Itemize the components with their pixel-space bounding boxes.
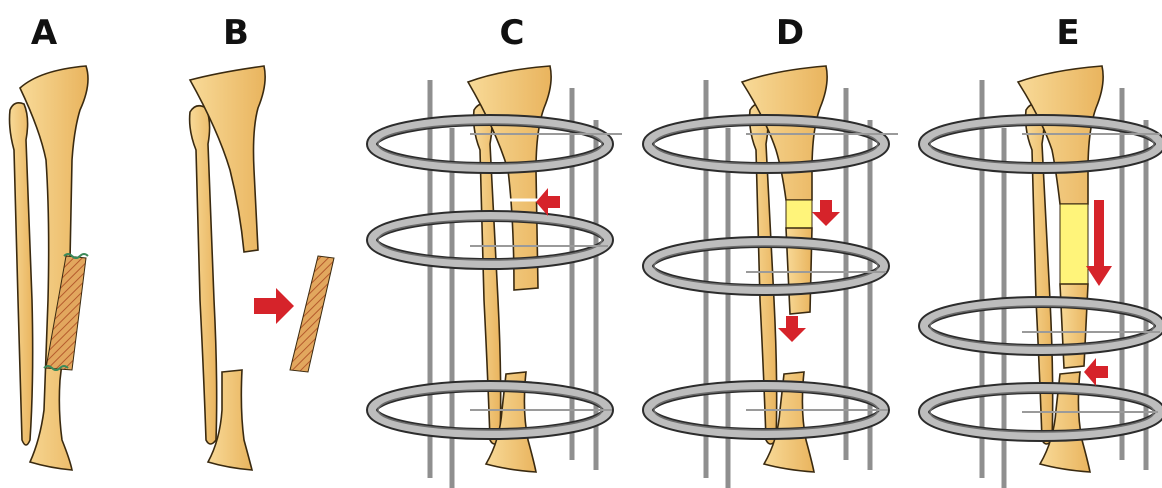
panel-b: [190, 66, 334, 470]
fibula: [750, 104, 777, 444]
left-arrow-icon: [1084, 358, 1108, 386]
long-down-arrow-icon: [1086, 200, 1112, 286]
panel-label-d: D: [776, 13, 804, 53]
panel-label-e: E: [1056, 13, 1079, 53]
panel-e: [924, 66, 1160, 488]
fibula: [10, 103, 33, 445]
panel-label-c: C: [500, 13, 525, 53]
panel-label-a: A: [31, 13, 58, 53]
left-arrow-icon: [536, 188, 560, 216]
removed-segment: [290, 256, 334, 372]
regenerate-zone: [786, 200, 812, 228]
down-arrow-icon: [812, 200, 840, 226]
panel-a: [10, 66, 89, 470]
panel-label-b: B: [223, 13, 249, 53]
panel-c: [372, 66, 622, 488]
panel-d: [648, 66, 898, 488]
fibula: [190, 106, 217, 444]
down-arrow-icon: [778, 316, 806, 342]
regenerate-zone: [1060, 204, 1088, 284]
right-arrow-icon: [254, 288, 294, 324]
fibula: [474, 104, 501, 444]
